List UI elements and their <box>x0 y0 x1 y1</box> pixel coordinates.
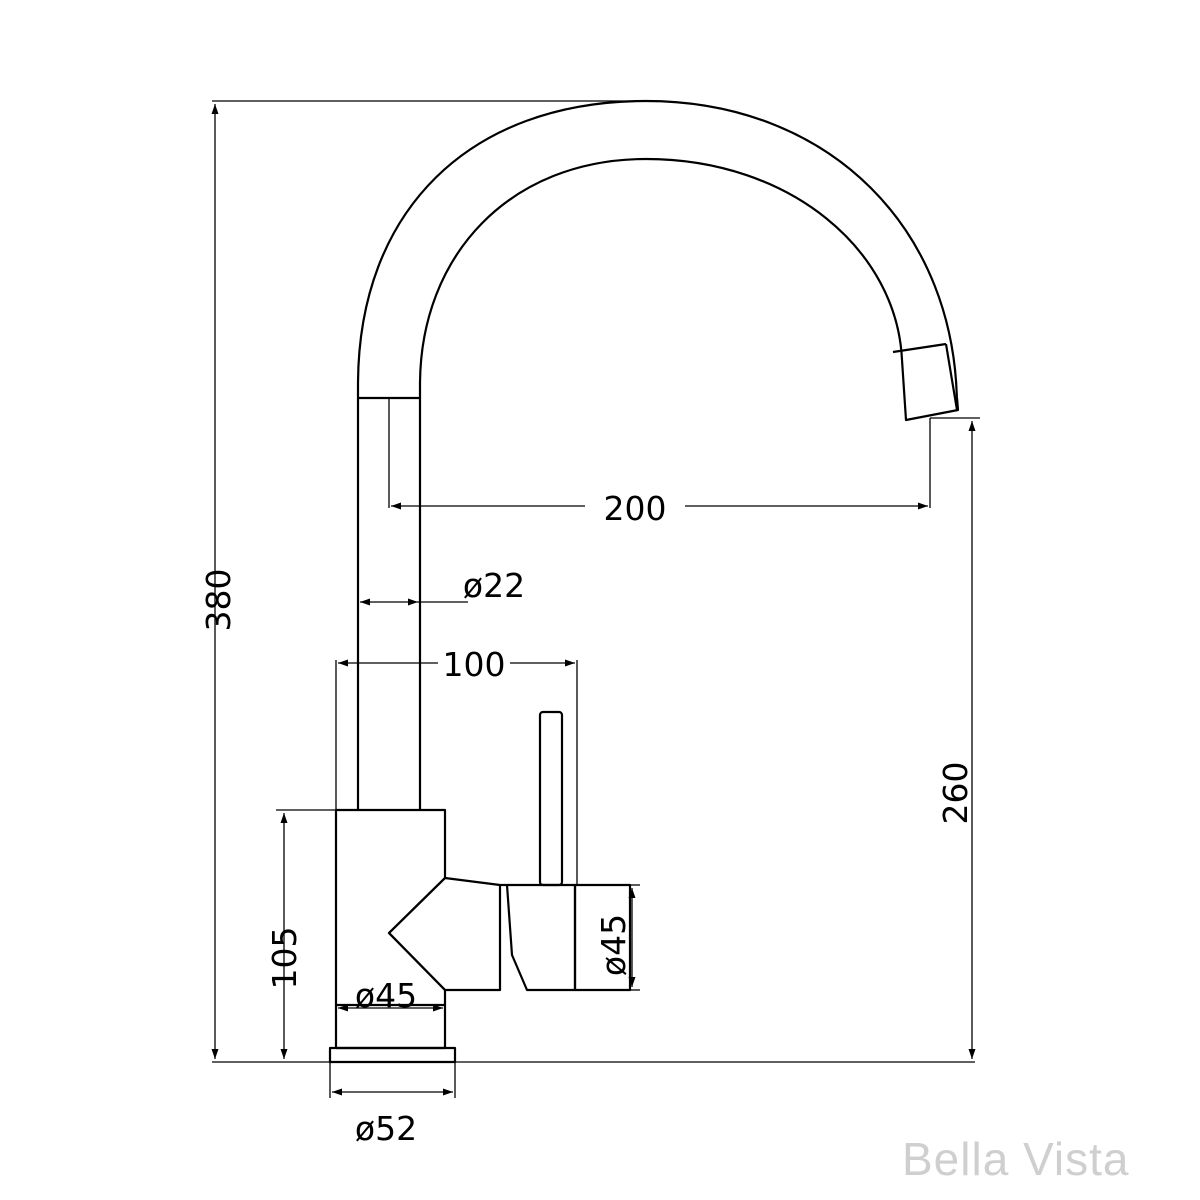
dim-label-100: 100 <box>443 645 506 684</box>
handle-body <box>505 883 577 992</box>
spout-outer-curve <box>356 99 959 411</box>
dim-label-52: ø52 <box>355 1109 417 1148</box>
dim-label-22: ø22 <box>463 566 525 605</box>
dim-label-105: 105 <box>265 927 304 990</box>
handle-knuckle <box>387 876 502 992</box>
dim-label-380: 380 <box>199 569 238 632</box>
bella-vista-logo: Bella Vista <box>902 1133 1130 1185</box>
dim-label-45-handle: ø45 <box>594 914 633 976</box>
lever <box>538 710 564 887</box>
aerator-ring <box>892 342 947 354</box>
spout-tip <box>900 359 960 422</box>
spout-inner-curve <box>418 157 904 398</box>
dim-label-200: 200 <box>604 489 667 528</box>
base-plate <box>328 1046 457 1064</box>
dim-label-260: 260 <box>936 762 975 825</box>
dim-label-45-body: ø45 <box>355 976 417 1015</box>
